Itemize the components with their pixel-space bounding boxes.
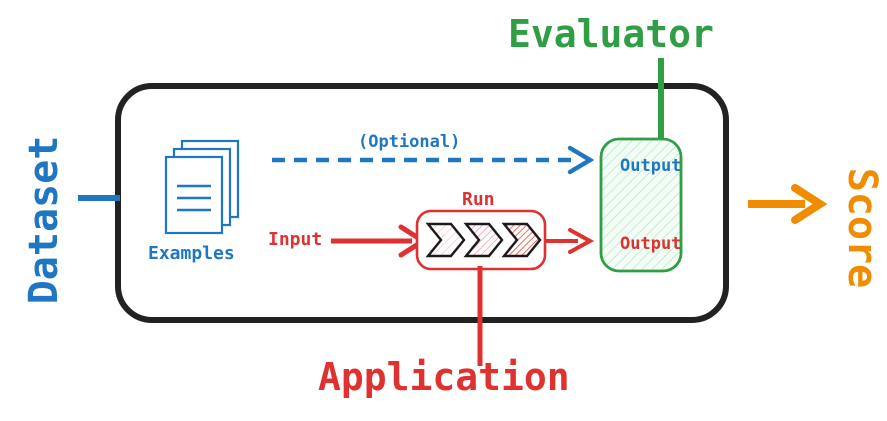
- evaluator-label: Evaluator: [508, 12, 714, 56]
- application-label: Application: [318, 355, 570, 399]
- examples-label: Examples: [148, 243, 235, 264]
- input-arrow: [331, 224, 428, 258]
- pipeline-container-outline: [115, 83, 729, 323]
- optional-label: (Optional): [358, 132, 461, 152]
- examples-document-stack-icon: [164, 139, 240, 235]
- optional-dashed-arrow: [272, 145, 595, 175]
- evaluator-output-box: [599, 137, 683, 273]
- output-top-label: Output: [620, 156, 682, 176]
- run-label: Run: [462, 189, 495, 210]
- run-output-arrow: [545, 228, 595, 254]
- score-label: Score: [839, 167, 885, 289]
- run-pipeline-box: [415, 209, 547, 271]
- output-bottom-label: Output: [620, 234, 682, 254]
- input-label: Input: [268, 229, 323, 250]
- score-arrow: [748, 184, 828, 224]
- dataset-label: Dataset: [21, 135, 67, 305]
